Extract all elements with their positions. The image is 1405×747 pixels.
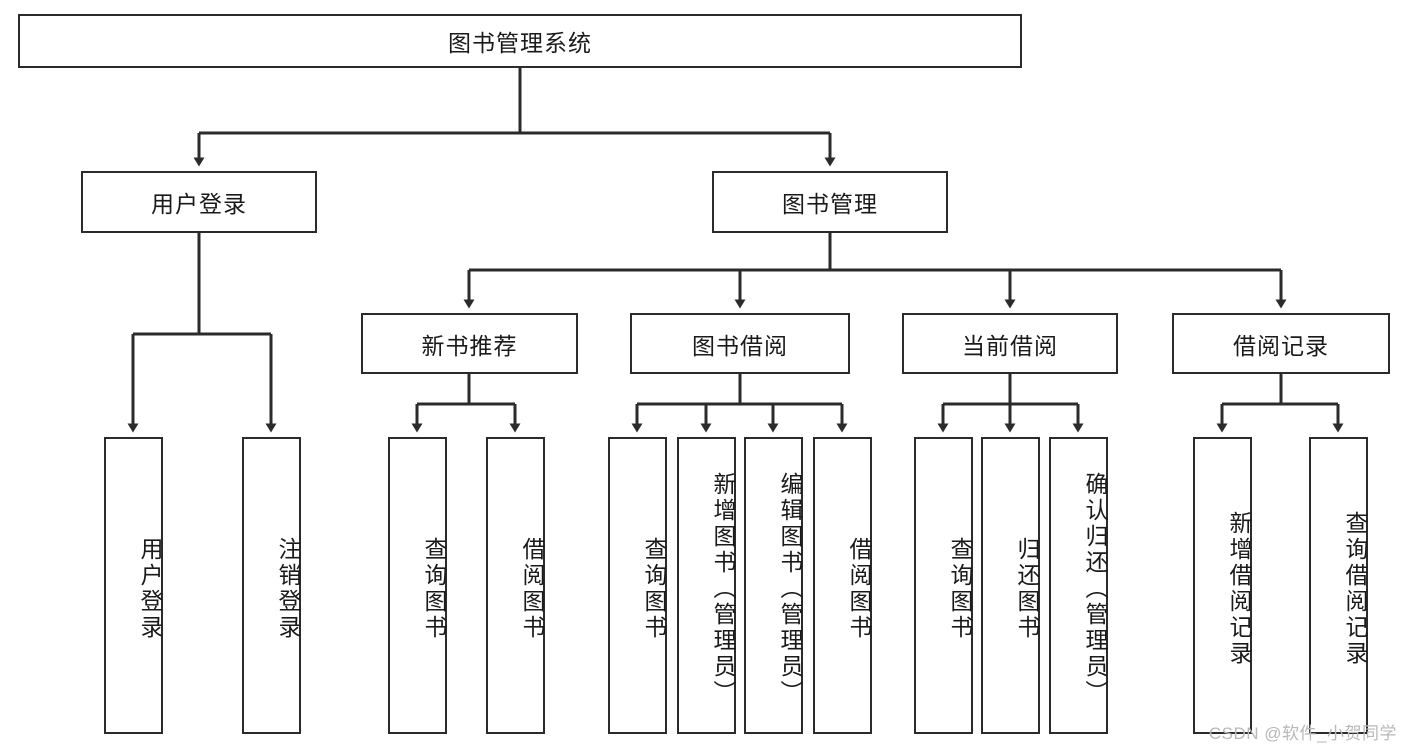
node-leaf-query-borrow-record[interactable]: 查询借阅记录	[1309, 437, 1368, 734]
node-leaf-add-borrow-record[interactable]: 新增借阅记录	[1193, 437, 1252, 734]
node-leaf-logout[interactable]: 注销登录	[242, 437, 301, 734]
node-book-management[interactable]: 图书管理	[712, 171, 948, 233]
node-leaf-edit-book-admin[interactable]: 编辑图书（管理员）	[744, 437, 803, 734]
node-borrow-record[interactable]: 借阅记录	[1172, 313, 1390, 374]
node-user-login[interactable]: 用户登录	[81, 171, 317, 233]
node-leaf-confirm-return-admin[interactable]: 确认归还（管理员）	[1049, 437, 1108, 734]
node-leaf-query-book-recommend[interactable]: 查询图书	[388, 437, 447, 734]
node-leaf-add-book-admin[interactable]: 新增图书（管理员）	[677, 437, 736, 734]
node-leaf-borrow-book-label: 借阅图书	[846, 536, 872, 641]
node-leaf-query-borrow-record-label: 查询借阅记录	[1342, 510, 1368, 667]
node-leaf-confirm-return-admin-label: 确认归还（管理员）	[1082, 471, 1108, 706]
node-root-label: 图书管理系统	[448, 30, 592, 56]
node-book-management-label: 图书管理	[782, 191, 878, 217]
node-new-book-recommend-label: 新书推荐	[421, 332, 518, 359]
node-leaf-borrow-book-recommend-label: 借阅图书	[519, 536, 545, 641]
node-new-book-recommend[interactable]: 新书推荐	[361, 313, 578, 374]
node-leaf-borrow-book-recommend[interactable]: 借阅图书	[486, 437, 545, 734]
node-leaf-borrow-book[interactable]: 借阅图书	[813, 437, 872, 734]
node-leaf-query-book-recommend-label: 查询图书	[421, 536, 447, 641]
node-current-borrow[interactable]: 当前借阅	[902, 313, 1118, 374]
node-leaf-query-book-current[interactable]: 查询图书	[914, 437, 973, 734]
node-leaf-edit-book-admin-label: 编辑图书（管理员）	[777, 471, 803, 706]
node-root[interactable]: 图书管理系统	[18, 14, 1022, 68]
node-leaf-query-book-borrow-label: 查询图书	[641, 536, 667, 641]
node-leaf-user-login[interactable]: 用户登录	[104, 437, 163, 734]
node-leaf-query-book-borrow[interactable]: 查询图书	[608, 437, 667, 734]
node-current-borrow-label: 当前借阅	[962, 332, 1058, 359]
node-book-borrow-label: 图书借阅	[692, 332, 788, 359]
node-leaf-add-book-admin-label: 新增图书（管理员）	[710, 471, 736, 706]
node-user-login-label: 用户登录	[151, 191, 247, 217]
node-book-borrow[interactable]: 图书借阅	[630, 313, 850, 374]
node-leaf-query-book-current-label: 查询图书	[947, 536, 973, 641]
node-leaf-user-login-label: 用户登录	[137, 536, 163, 641]
node-borrow-record-label: 借阅记录	[1233, 332, 1329, 359]
node-leaf-logout-label: 注销登录	[275, 536, 301, 641]
node-leaf-return-book[interactable]: 归还图书	[981, 437, 1040, 734]
node-leaf-add-borrow-record-label: 新增借阅记录	[1226, 510, 1252, 667]
node-leaf-return-book-label: 归还图书	[1014, 536, 1040, 641]
